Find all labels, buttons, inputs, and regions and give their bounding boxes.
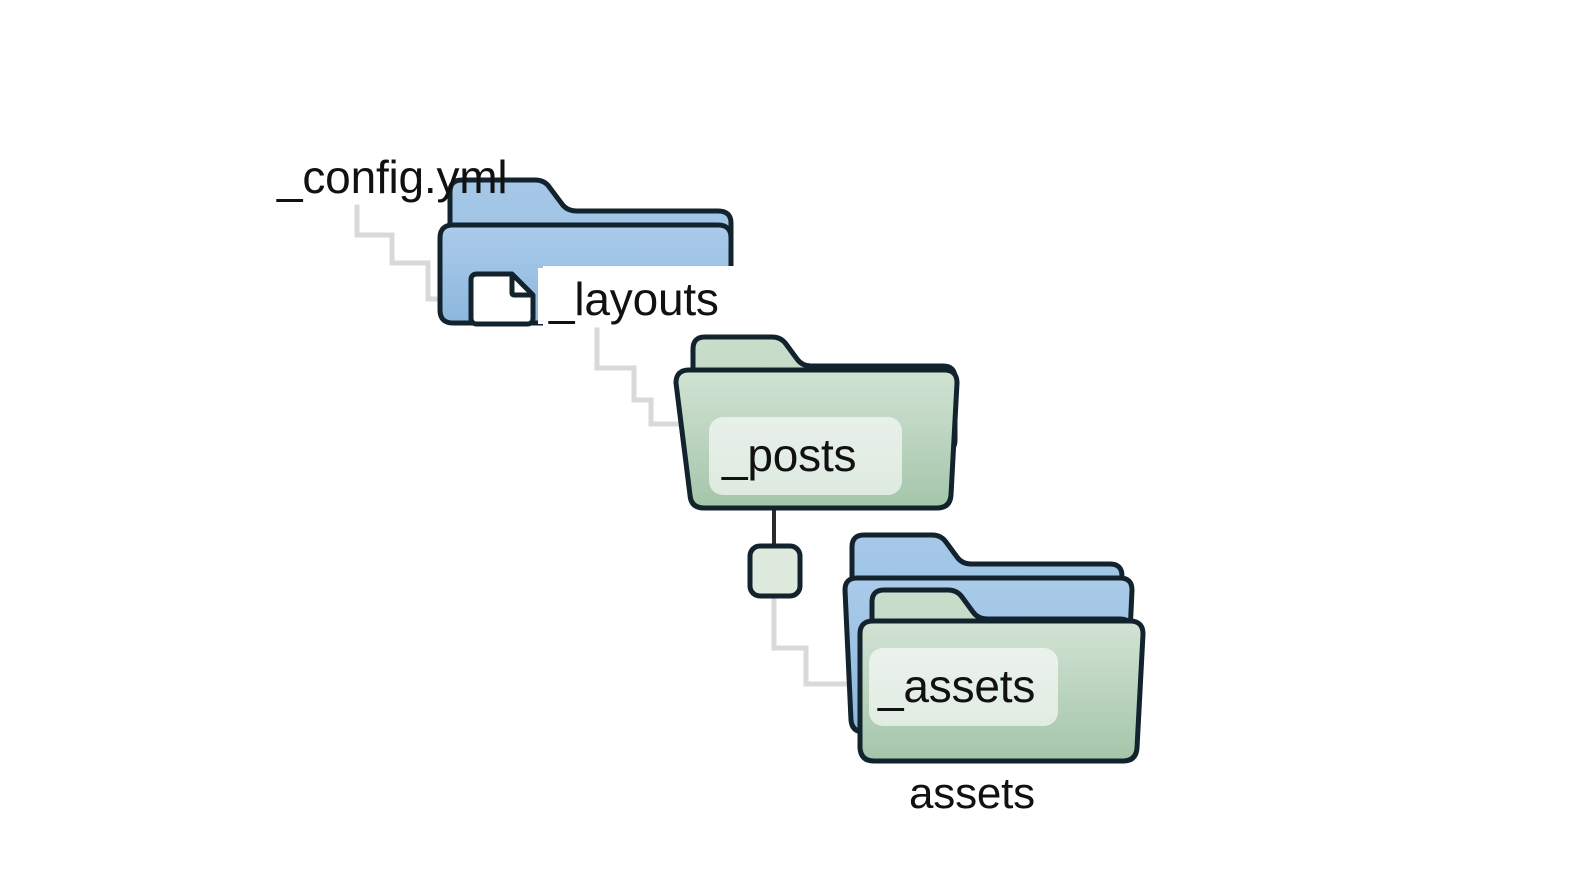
label-chip-assets [869,648,1058,726]
node-label-layouts: _layouts [549,273,719,325]
connector-config-to-layouts [354,204,503,302]
folder-icon-posts[interactable] [673,334,960,511]
label-backdrop-layouts-edge [538,268,550,324]
folder-icon-assets-green[interactable] [857,587,1146,764]
connector-junction-to-assets [771,592,883,687]
label-backdrop-layouts [543,266,748,326]
file-icon-config[interactable] [468,271,536,327]
node-label-config-yml: _config.yml [277,151,508,203]
junction-square-node[interactable] [747,543,803,599]
node-label-posts: _posts [722,429,857,481]
connector-layouts-to-posts [594,327,700,427]
node-label-assets-caption: assets [909,769,1035,818]
node-label-assets-inner: _assets [878,660,1036,712]
label-chip-posts [709,417,902,495]
